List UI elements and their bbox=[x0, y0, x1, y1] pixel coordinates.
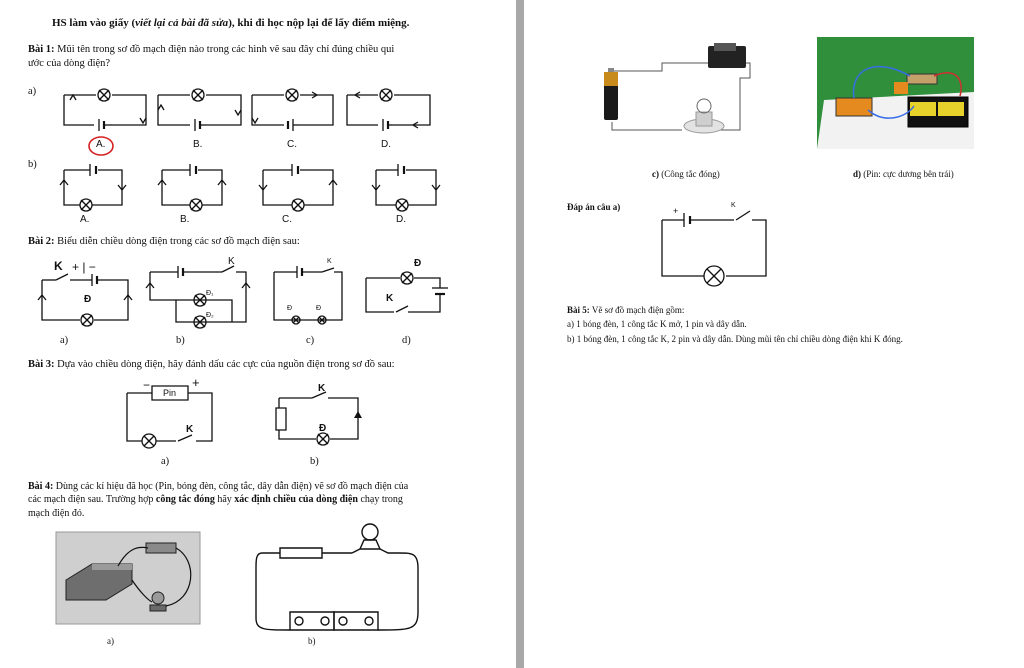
bai1-b-option-A: A. bbox=[80, 214, 90, 225]
bai2b-lamp1-label: Đ₁ bbox=[206, 290, 214, 297]
bai2-caption-c: c) bbox=[306, 335, 315, 346]
bai2-caption-d: d) bbox=[402, 335, 411, 346]
bai3-caption-a: a) bbox=[161, 456, 170, 467]
bai1-row-a-label: a) bbox=[28, 86, 37, 97]
bai2-question: Bài 2: Biểu diễn chiều dòng điện trong c… bbox=[28, 236, 300, 247]
bai5-question: Bài 5: Vẽ sơ đồ mạch điện gồm: bbox=[567, 305, 685, 315]
bai2a-battery-signs: + | − bbox=[72, 260, 96, 274]
answer-circuit bbox=[524, 0, 1024, 668]
bai1-b-option-C: C. bbox=[282, 214, 292, 225]
bai1-b-option-D: D. bbox=[396, 214, 406, 225]
bai4-caption-a: a) bbox=[107, 636, 114, 646]
bai2d-lamp-label: Đ bbox=[414, 258, 422, 269]
bai3b-switch-label: K bbox=[318, 383, 326, 394]
bai2-caption-a: a) bbox=[60, 335, 69, 346]
bai1-question-cont: ước của dòng điện? bbox=[28, 58, 111, 69]
bai5-line-b: b) 1 bóng đèn, 1 công tắc K, 2 pin và dâ… bbox=[567, 334, 903, 344]
bai1-a-circuit-B bbox=[158, 89, 241, 131]
bai1-b-circuit-D bbox=[372, 164, 440, 211]
bai4-question-cont: các mạch điện sau. Trường hợp công tắc đ… bbox=[28, 494, 403, 505]
bai1-b-circuit-A bbox=[60, 164, 126, 211]
bai2c-lamp-label-2: Đ bbox=[316, 305, 322, 312]
bai3a-plus-sign: + bbox=[192, 375, 200, 390]
bai4-question-end: mạch điện đó. bbox=[28, 508, 85, 519]
answer-plus-sign: + bbox=[673, 206, 679, 216]
photo-circuit-c bbox=[604, 43, 1024, 134]
worksheet-title: HS làm vào giấy (viết lại cả bài đã sửa)… bbox=[52, 17, 410, 29]
bai1-b-circuit-B bbox=[158, 164, 226, 211]
bai1-question: Bài 1: Mũi tên trong sơ đồ mạch điện nào… bbox=[28, 44, 395, 55]
bai4-circuit-b bbox=[0, 0, 516, 668]
bai5-line-a: a) 1 bóng đèn, 1 công tắc K mở, 1 pin và… bbox=[567, 319, 747, 329]
answer-a-heading: Đáp án câu a) bbox=[567, 202, 621, 212]
answer-switch-label: K bbox=[731, 202, 736, 209]
bai3-caption-b: b) bbox=[310, 456, 319, 467]
bai1-circuits bbox=[0, 0, 516, 668]
bai4-question: Bài 4: Dùng các kí hiệu đã học (Pin, bón… bbox=[28, 481, 409, 492]
caption-d: d) (Pin: cực dương bên trái) bbox=[853, 169, 954, 179]
bai2-caption-b: b) bbox=[176, 335, 185, 346]
bai2a-switch-label: K bbox=[54, 259, 63, 273]
bai1-b-circuit-C bbox=[259, 164, 337, 211]
document-page-left: HS làm vào giấy (viết lại cả bài đã sửa)… bbox=[0, 0, 516, 668]
bai1-row-b-label: b) bbox=[28, 159, 37, 170]
bai4-photo-a bbox=[0, 0, 516, 668]
bai3-question: Bài 3: Dựa vào chiều dòng điện, hãy đánh… bbox=[28, 359, 395, 370]
answer-circle bbox=[88, 136, 114, 156]
bai3-circuits bbox=[0, 0, 362, 668]
bai3a-pin-label: Pin bbox=[163, 388, 177, 398]
bai3a-switch-label: K bbox=[186, 424, 194, 435]
bai1-a-option-A: A. bbox=[96, 139, 106, 150]
bai1-a-circuit-C bbox=[252, 89, 333, 131]
bai1-a-circuit-D bbox=[347, 89, 430, 131]
caption-c: c) (Công tắc đóng) bbox=[652, 169, 720, 179]
bai2b-lamp2-label: Đ₂ bbox=[206, 312, 214, 319]
bai1-a-circuit-A bbox=[64, 89, 146, 131]
bai1-a-option-C: C. bbox=[287, 139, 297, 150]
document-page-right: c) (Công tắc đóng) d) (Pin: cực dương bê… bbox=[524, 0, 1024, 668]
bai2c-switch-label: K bbox=[327, 258, 332, 265]
bai1-a-option-D: D. bbox=[381, 139, 391, 150]
bai2a-lamp-label: Đ bbox=[84, 294, 92, 305]
bai1-b-option-B: B. bbox=[180, 214, 190, 225]
page-divider bbox=[516, 0, 524, 668]
bai4-caption-b: b) bbox=[308, 636, 316, 646]
bai2d-switch-label: K bbox=[386, 293, 394, 304]
bai2c-lamp-label-1: Đ bbox=[287, 305, 293, 312]
bai3a-minus-sign: − bbox=[143, 378, 151, 392]
bai3b-lamp-label: Đ bbox=[319, 423, 327, 434]
bai2b-switch-label: K bbox=[228, 256, 235, 267]
bai1-a-option-B: B. bbox=[193, 139, 203, 150]
photo-circuit-d bbox=[817, 37, 974, 149]
bai2-circuits bbox=[0, 0, 516, 668]
